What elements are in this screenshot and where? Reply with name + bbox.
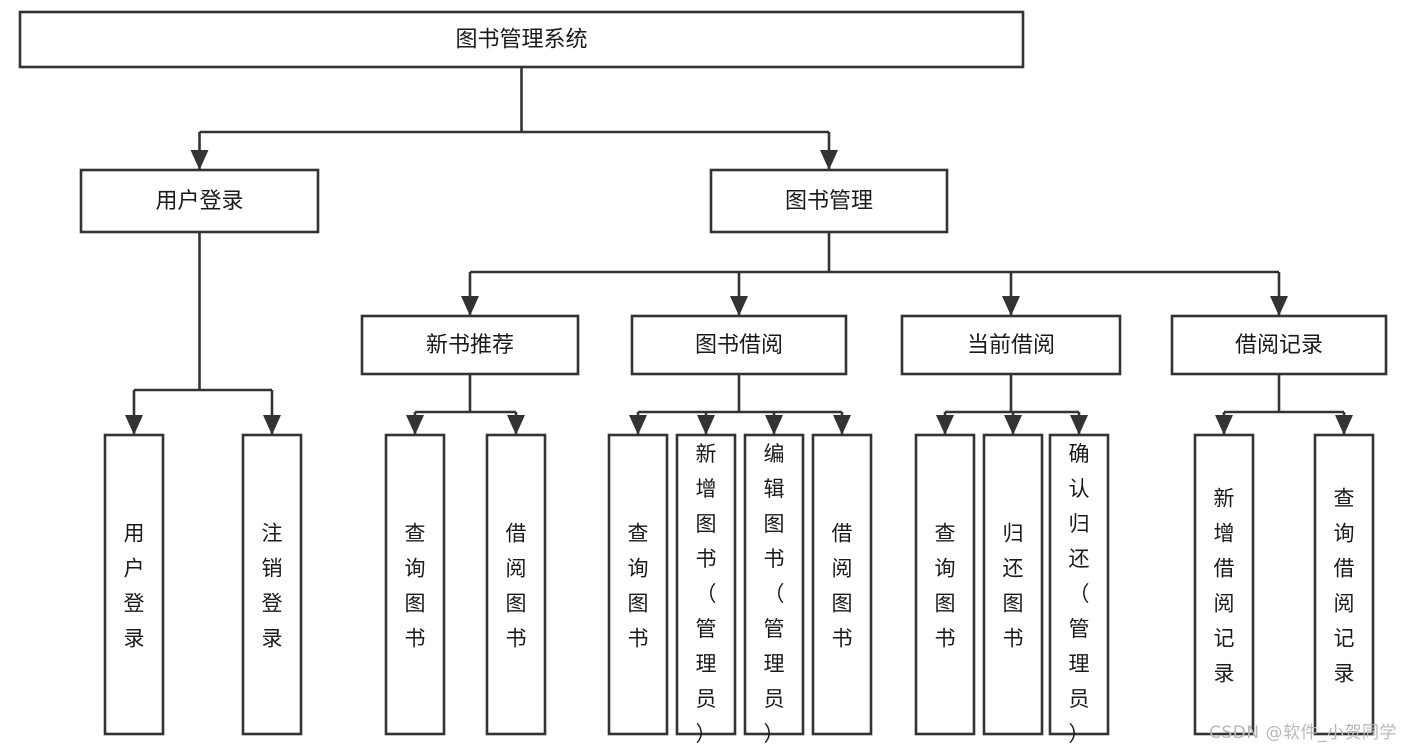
leaf-node-leaf-return-book-cb-box[interactable] — [982, 433, 1044, 736]
leaf-node-leaf-return-book-cb-label: 归还图书 — [1003, 522, 1024, 651]
leaf-node-leaf-borrow-book-bb-box[interactable] — [811, 433, 873, 736]
edge-current-borrow-arrow-2 — [1070, 415, 1088, 435]
level3-node-new-book-rec-label: 新书推荐 — [426, 333, 514, 358]
edge-book-manage-arrow-1 — [730, 296, 748, 316]
leaf-node-leaf-edit-book-bb-box[interactable] — [743, 433, 805, 736]
leaf-node-leaf-add-record-br-box[interactable] — [1193, 433, 1255, 736]
leaf-node-leaf-borrow-book-rec[interactable]: 借阅图书 — [485, 433, 547, 736]
root-node-book-management-system[interactable]: 图书管理系统 — [18, 10, 1025, 69]
level3-node-borrow-record-box[interactable] — [1170, 314, 1388, 376]
edge-root-arrow-1 — [820, 150, 838, 170]
level3-node-current-borrow-label: 当前借阅 — [967, 333, 1055, 358]
edge-book-borrow-arrow-1 — [697, 415, 715, 435]
root-node-book-management-system-label: 图书管理系统 — [455, 28, 587, 53]
root-node-book-management-system-box[interactable] — [18, 10, 1025, 69]
leaf-node-leaf-user-login-label: 用户登录 — [124, 522, 145, 651]
edge-current-borrow-arrow-1 — [1004, 415, 1022, 435]
leaf-node-leaf-query-book-cb[interactable]: 查询图书 — [914, 433, 976, 736]
leaf-node-leaf-borrow-book-bb[interactable]: 借阅图书 — [811, 433, 873, 736]
edge-book-manage-arrow-0 — [461, 296, 479, 316]
nodes-layer: 图书管理系统用户登录图书管理新书推荐图书借阅当前借阅借阅记录用户登录注销登录查询… — [18, 10, 1388, 746]
edge-borrow-record-arrow-1 — [1335, 415, 1353, 435]
leaf-node-leaf-query-book-cb-label: 查询图书 — [935, 522, 956, 651]
level2-node-book-manage-label: 图书管理 — [785, 189, 873, 214]
edge-user-login-arrow-0 — [125, 415, 143, 435]
level2-node-user-login[interactable]: 用户登录 — [79, 168, 320, 234]
level2-node-book-manage-box[interactable] — [709, 168, 949, 234]
leaf-node-leaf-query-book-bb-box[interactable] — [607, 433, 669, 736]
leaf-node-leaf-return-book-cb[interactable]: 归还图书 — [982, 433, 1044, 736]
leaf-node-leaf-query-book-bb-label: 查询图书 — [628, 522, 649, 651]
edge-user-login-arrow-1 — [263, 415, 281, 435]
leaf-node-leaf-edit-book-bb-label: 编辑图书（管理员） — [764, 442, 785, 746]
edge-current-borrow-arrow-0 — [936, 415, 954, 435]
edge-book-borrow-arrow-3 — [833, 415, 851, 435]
level3-node-current-borrow-box[interactable] — [900, 314, 1122, 376]
leaf-node-leaf-query-book-bb[interactable]: 查询图书 — [607, 433, 669, 736]
leaf-node-leaf-add-record-br-label: 新增借阅记录 — [1214, 487, 1235, 686]
leaf-node-leaf-borrow-book-bb-label: 借阅图书 — [832, 522, 853, 651]
level3-node-borrow-record-label: 借阅记录 — [1235, 333, 1323, 358]
leaf-node-leaf-borrow-book-rec-box[interactable] — [485, 433, 547, 736]
leaf-node-leaf-query-record-br[interactable]: 查询借阅记录 — [1313, 433, 1375, 736]
edge-new-book-rec-arrow-1 — [507, 415, 525, 435]
leaf-node-leaf-borrow-book-rec-label: 借阅图书 — [506, 522, 527, 651]
leaf-node-leaf-confirm-return-cb-label: 确认归还（管理员） — [1069, 442, 1090, 746]
edge-book-borrow-arrow-0 — [629, 415, 647, 435]
level3-node-borrow-record[interactable]: 借阅记录 — [1170, 314, 1388, 376]
leaf-node-leaf-user-login[interactable]: 用户登录 — [103, 433, 165, 736]
edge-book-manage-arrow-2 — [1002, 296, 1020, 316]
leaf-node-leaf-user-logout-label: 注销登录 — [262, 522, 283, 651]
leaf-node-leaf-user-login-box[interactable] — [103, 433, 165, 736]
leaf-node-leaf-query-book-rec-label: 查询图书 — [405, 522, 426, 651]
edge-new-book-rec-arrow-0 — [406, 415, 424, 435]
leaf-node-leaf-query-book-cb-box[interactable] — [914, 433, 976, 736]
edge-book-manage-arrow-3 — [1270, 296, 1288, 316]
leaf-node-leaf-user-logout[interactable]: 注销登录 — [241, 433, 303, 736]
level3-node-book-borrow-box[interactable] — [630, 314, 848, 376]
level3-node-new-book-rec-box[interactable] — [360, 314, 580, 376]
leaf-node-leaf-confirm-return-cb-box[interactable] — [1048, 433, 1110, 736]
leaf-node-leaf-edit-book-bb[interactable]: 编辑图书（管理员） — [743, 433, 805, 746]
leaf-node-leaf-user-logout-box[interactable] — [241, 433, 303, 736]
edge-book-borrow-arrow-2 — [765, 415, 783, 435]
level3-node-book-borrow-label: 图书借阅 — [695, 333, 783, 358]
leaf-node-leaf-add-record-br[interactable]: 新增借阅记录 — [1193, 433, 1255, 736]
edge-root-arrow-0 — [190, 150, 209, 170]
csdn-watermark: CSDN @软件_小贺同学 — [1209, 723, 1397, 743]
level2-node-user-login-box[interactable] — [79, 168, 320, 234]
leaf-node-leaf-confirm-return-cb[interactable]: 确认归还（管理员） — [1048, 433, 1110, 746]
connector-edges-layer — [125, 67, 1353, 435]
leaf-node-leaf-query-book-rec[interactable]: 查询图书 — [384, 433, 446, 736]
level2-node-book-manage[interactable]: 图书管理 — [709, 168, 949, 234]
leaf-node-leaf-add-book-bb-box[interactable] — [675, 433, 737, 736]
level3-node-new-book-rec[interactable]: 新书推荐 — [360, 314, 580, 376]
leaf-node-leaf-add-book-bb-label: 新增图书（管理员） — [696, 442, 717, 746]
leaf-node-leaf-add-book-bb[interactable]: 新增图书（管理员） — [675, 433, 737, 746]
edge-borrow-record-arrow-0 — [1215, 415, 1233, 435]
leaf-node-leaf-query-book-rec-box[interactable] — [384, 433, 446, 736]
level3-node-book-borrow[interactable]: 图书借阅 — [630, 314, 848, 376]
leaf-node-leaf-query-record-br-label: 查询借阅记录 — [1334, 487, 1355, 686]
level3-node-current-borrow[interactable]: 当前借阅 — [900, 314, 1122, 376]
leaf-node-leaf-query-record-br-box[interactable] — [1313, 433, 1375, 736]
level2-node-user-login-label: 用户登录 — [155, 189, 243, 214]
